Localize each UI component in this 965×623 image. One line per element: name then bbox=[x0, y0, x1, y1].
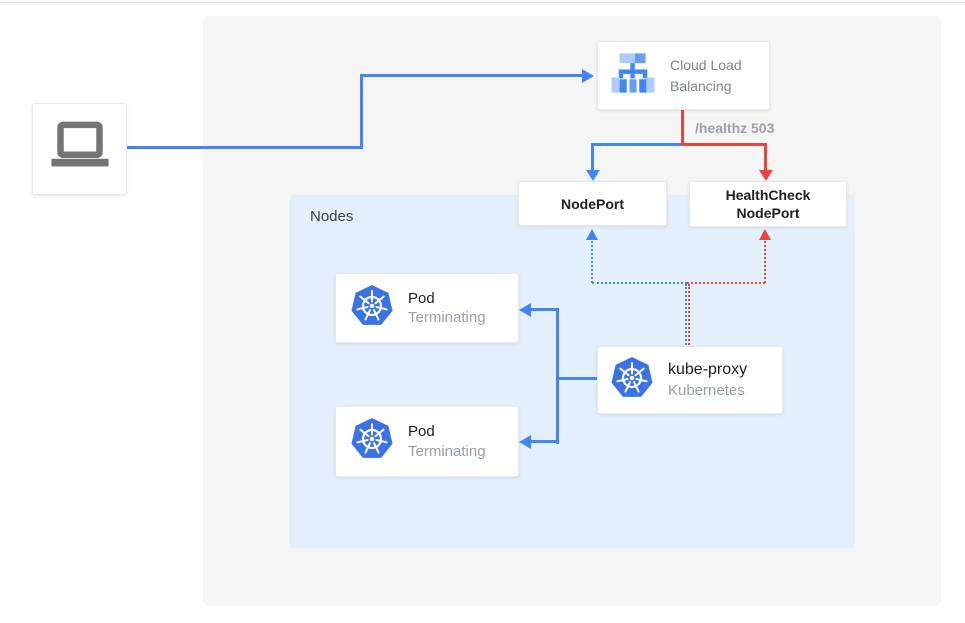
pod2-title: Pod bbox=[408, 423, 435, 440]
dotted-kubeproxy-up-red bbox=[688, 284, 690, 345]
connector-kubeproxy-h bbox=[557, 377, 597, 380]
arrowhead-into-lb-icon bbox=[582, 69, 594, 83]
cloud-load-balancing-icon bbox=[608, 50, 658, 101]
pod1-node: Pod Terminating bbox=[335, 273, 519, 343]
cloud-load-balancing-node: Cloud Load Balancing bbox=[597, 41, 770, 110]
connector-client-to-lb-top bbox=[360, 74, 582, 77]
pod2-node: Pod Terminating bbox=[335, 406, 519, 477]
client-node bbox=[32, 103, 127, 195]
connector-pods-v bbox=[556, 308, 559, 444]
arrowhead-into-pod2-icon bbox=[519, 435, 531, 449]
arrowhead-into-nodeport-icon bbox=[586, 170, 600, 181]
connector-client-to-lb-h bbox=[127, 146, 361, 149]
connector-pod1-h bbox=[530, 308, 558, 311]
cloud-load-balancing-label: Cloud Load Balancing bbox=[670, 57, 742, 94]
kubernetes-icon bbox=[350, 284, 394, 333]
dotted-h-red bbox=[687, 282, 765, 284]
connector-branch-red-h bbox=[681, 143, 767, 146]
healthcheck-nodeport-node: HealthCheck NodePort bbox=[689, 181, 847, 227]
kube-proxy-title: kube-proxy bbox=[668, 360, 748, 378]
healthz-annotation: /healthz 503 bbox=[695, 120, 775, 136]
kubernetes-icon bbox=[350, 417, 394, 466]
laptop-icon bbox=[48, 121, 112, 178]
nodeport-label: NodePort bbox=[561, 195, 624, 212]
arrowhead-into-pod1-icon bbox=[519, 303, 531, 317]
kubernetes-icon bbox=[610, 356, 654, 405]
top-divider bbox=[0, 2, 965, 3]
connector-client-to-lb-v bbox=[360, 74, 363, 149]
dotted-v-to-healthcheck bbox=[764, 241, 766, 283]
dotted-v-to-nodeport bbox=[591, 241, 593, 283]
arrowhead-dotted-healthcheck-icon bbox=[759, 229, 771, 240]
pod2-status: Terminating bbox=[408, 442, 486, 460]
pod1-status: Terminating bbox=[408, 309, 486, 326]
arrowhead-into-healthcheck-icon bbox=[759, 170, 773, 181]
nodes-group-label: Nodes bbox=[310, 208, 354, 225]
kube-proxy-subtitle: Kubernetes bbox=[668, 381, 745, 399]
nodeport-node: NodePort bbox=[518, 181, 667, 226]
pod1-title: Pod bbox=[408, 289, 435, 307]
kube-proxy-node: kube-proxy Kubernetes bbox=[597, 346, 783, 414]
healthcheck-nodeport-label: HealthCheck NodePort bbox=[725, 186, 811, 221]
connector-branch-red-v bbox=[764, 143, 767, 171]
connector-branch-blue-v bbox=[591, 143, 594, 171]
connector-lb-drop-red bbox=[681, 110, 684, 146]
connector-pod2-h bbox=[530, 440, 558, 443]
dotted-kubeproxy-up-blue bbox=[685, 284, 687, 345]
arrowhead-dotted-nodeport-icon bbox=[586, 229, 598, 240]
connector-branch-blue-h bbox=[591, 143, 684, 146]
dotted-h-blue bbox=[592, 282, 687, 284]
